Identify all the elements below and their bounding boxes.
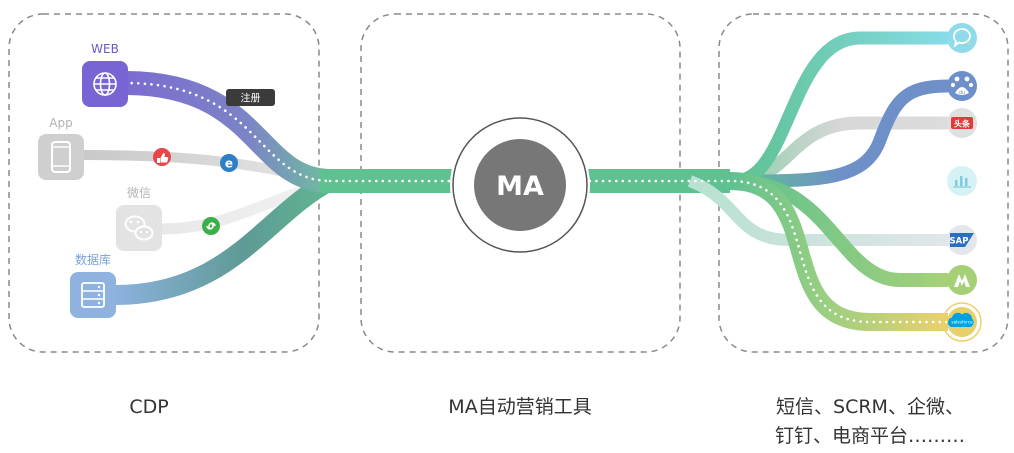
baidu-paw-icon: du bbox=[947, 71, 977, 101]
dotted-path-web bbox=[123, 81, 332, 183]
register-tag: 注册 bbox=[226, 89, 275, 106]
channels-caption-line1: 短信、SCRM、企微、 bbox=[776, 396, 964, 418]
toutiao-icon-label: 头条 bbox=[954, 119, 971, 129]
web-node bbox=[82, 61, 128, 107]
flow-sap bbox=[687, 175, 948, 246]
flow-baidu bbox=[734, 79, 949, 188]
ma-caption: MA自动营销工具 bbox=[448, 396, 592, 418]
svg-text:du: du bbox=[959, 90, 965, 96]
mini-program-icon bbox=[202, 217, 220, 235]
salesforce-icon-label: salesforce bbox=[951, 320, 973, 325]
web-label: WEB bbox=[91, 42, 119, 56]
m-logo-icon bbox=[947, 265, 977, 295]
svg-text:e: e bbox=[225, 157, 233, 171]
flow-salesforce bbox=[729, 172, 948, 331]
app-node bbox=[38, 134, 84, 180]
ie-browser-icon: e bbox=[220, 154, 238, 172]
database-label: 数据库 bbox=[75, 252, 111, 267]
wechat-node bbox=[116, 205, 162, 251]
bar-chart-icon bbox=[947, 166, 977, 196]
ma-hub-label: MA bbox=[496, 171, 544, 202]
ma-group-box bbox=[360, 13, 681, 353]
salesforce-icon: salesforce bbox=[942, 302, 982, 342]
wechat-label: 微信 bbox=[127, 186, 151, 200]
register-tag-label: 注册 bbox=[241, 92, 261, 105]
flow-chat bbox=[734, 31, 948, 188]
app-label: App bbox=[49, 116, 72, 130]
like-icon bbox=[153, 148, 171, 166]
cdp-group-box bbox=[8, 13, 320, 353]
channels-caption-line2: 钉钉、电商平台……… bbox=[774, 425, 965, 447]
dotted-path-out bbox=[568, 179, 950, 324]
sap-icon: SAP bbox=[947, 225, 977, 255]
flow-database bbox=[105, 171, 340, 305]
toutiao-icon: 头条 bbox=[947, 108, 977, 138]
database-node bbox=[70, 272, 116, 318]
ma-hub: MA bbox=[450, 115, 590, 255]
chat-bubble-icon bbox=[947, 23, 977, 53]
sap-icon-label: SAP bbox=[950, 237, 969, 247]
cdp-caption: CDP bbox=[129, 396, 169, 418]
